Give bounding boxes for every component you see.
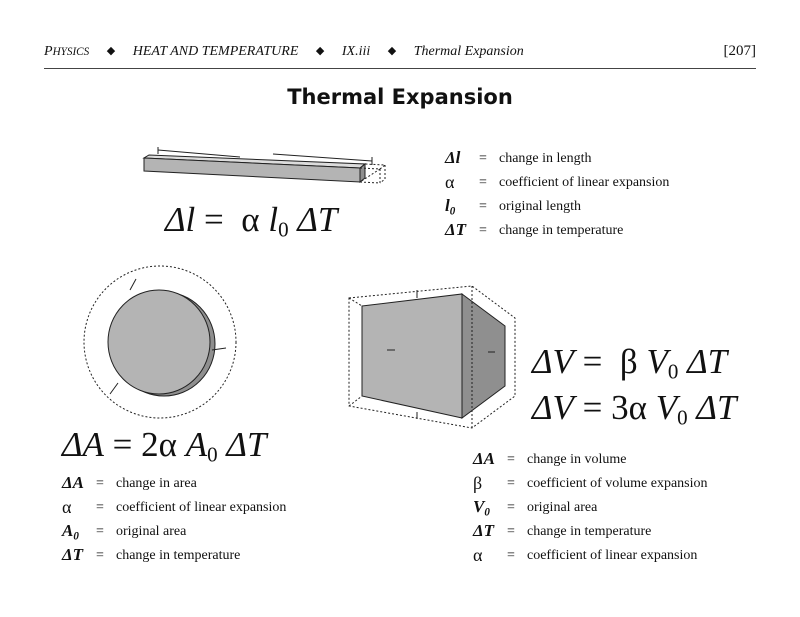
disc-illustration <box>83 265 237 419</box>
area-legend: ΔA = change in area α = coefficient of linear… <box>62 472 286 568</box>
topic-label: Thermal Expansion <box>413 44 524 59</box>
area-expansion-formula: ΔA = 2α A0 ΔT <box>62 425 267 467</box>
legend-row: ΔA = change in area <box>62 472 286 496</box>
legend-row: l0 = original length <box>445 195 669 219</box>
legend-description: coefficient of linear expansion <box>527 548 698 563</box>
legend-symbol: α <box>445 171 455 192</box>
legend-symbol: β <box>473 472 483 493</box>
legend-description: change in temperature <box>116 548 241 563</box>
linear-expansion-formula: Δl = α l0 ΔT <box>165 200 338 242</box>
rod-expansion-outline <box>358 163 387 170</box>
linear-legend: Δl = change in length α = coefficient of line… <box>445 147 669 243</box>
volume-expansion-formula-beta: ΔV = β V0 ΔT <box>532 342 728 384</box>
legend-equals: = <box>96 524 104 539</box>
subject-label: PHYSICS <box>44 44 90 59</box>
volume-legend: ΔA = change in volume β = coefficient of volu… <box>473 448 708 568</box>
legend-row: ΔT = change in temperature <box>62 544 286 568</box>
section-label: IX.iii <box>341 44 371 59</box>
legend-row: Δl = change in length <box>445 147 669 171</box>
legend-equals: = <box>507 500 515 515</box>
legend-symbol: α <box>62 496 72 517</box>
chapter-label: HEAT AND TEMPERATURE <box>132 44 299 59</box>
legend-equals: = <box>507 524 515 539</box>
legend-description: change in area <box>116 476 197 491</box>
legend-row: ΔT = change in temperature <box>445 219 669 243</box>
block-illustration <box>348 285 516 429</box>
separator-icon: ◆ <box>106 45 116 57</box>
legend-symbol: Δl <box>445 148 461 168</box>
separator-icon: ◆ <box>387 45 397 57</box>
legend-description: change in volume <box>527 452 627 467</box>
breadcrumb: PHYSICS ◆ HEAT AND TEMPERATURE ◆ IX.iii … <box>44 44 524 60</box>
legend-equals: = <box>479 175 487 190</box>
legend-equals: = <box>479 151 487 166</box>
legend-symbol: ΔT <box>62 545 84 565</box>
legend-description: original area <box>116 524 187 539</box>
legend-equals: = <box>507 452 515 467</box>
volume-expansion-formula-alpha: ΔV = 3α V0 ΔT <box>532 388 737 430</box>
legend-description: coefficient of volume expansion <box>527 476 708 491</box>
legend-symbol: V0 <box>473 497 490 519</box>
legend-equals: = <box>96 548 104 563</box>
legend-row: ΔT = change in temperature <box>473 520 708 544</box>
legend-description: coefficient of linear expansion <box>499 175 670 190</box>
legend-row: α = coefficient of linear expansion <box>445 171 669 195</box>
legend-row: β = coefficient of volume expansion <box>473 472 708 496</box>
legend-description: original area <box>527 500 598 515</box>
block-side-face <box>461 293 506 419</box>
legend-symbol: ΔT <box>445 220 467 240</box>
legend-row: α = coefficient of linear expansion <box>473 544 708 568</box>
legend-description: change in temperature <box>499 223 624 238</box>
expanded-disc-outline <box>83 265 237 419</box>
legend-equals: = <box>479 199 487 214</box>
legend-row: A0 = original area <box>62 520 286 544</box>
legend-equals: = <box>96 500 104 515</box>
legend-equals: = <box>507 476 515 491</box>
legend-symbol: α <box>473 544 483 565</box>
page-number: [207] <box>723 43 757 59</box>
page-title: Thermal Expansion <box>287 85 513 109</box>
legend-row: V0 = original area <box>473 496 708 520</box>
legend-symbol: ΔA <box>62 473 84 493</box>
legend-row: α = coefficient of linear expansion <box>62 496 286 520</box>
legend-equals: = <box>96 476 104 491</box>
legend-equals: = <box>507 548 515 563</box>
legend-row: ΔA = change in volume <box>473 448 708 472</box>
legend-symbol: ΔT <box>473 521 495 541</box>
rod-illustration <box>142 147 387 184</box>
legend-symbol: l0 <box>445 196 456 218</box>
disc-face <box>107 289 211 395</box>
running-header: PHYSICS ◆ HEAT AND TEMPERATURE ◆ IX.iii … <box>44 43 757 69</box>
legend-equals: = <box>479 223 487 238</box>
block-front-face <box>361 293 463 419</box>
separator-icon: ◆ <box>315 45 325 57</box>
legend-description: change in length <box>499 151 592 166</box>
legend-description: original length <box>499 199 582 214</box>
legend-description: coefficient of linear expansion <box>116 500 287 515</box>
arrow-line <box>272 153 373 162</box>
arrow-line <box>157 149 241 158</box>
legend-symbol: ΔA <box>473 449 495 469</box>
legend-symbol: A0 <box>62 521 79 543</box>
legend-description: change in temperature <box>527 524 652 539</box>
